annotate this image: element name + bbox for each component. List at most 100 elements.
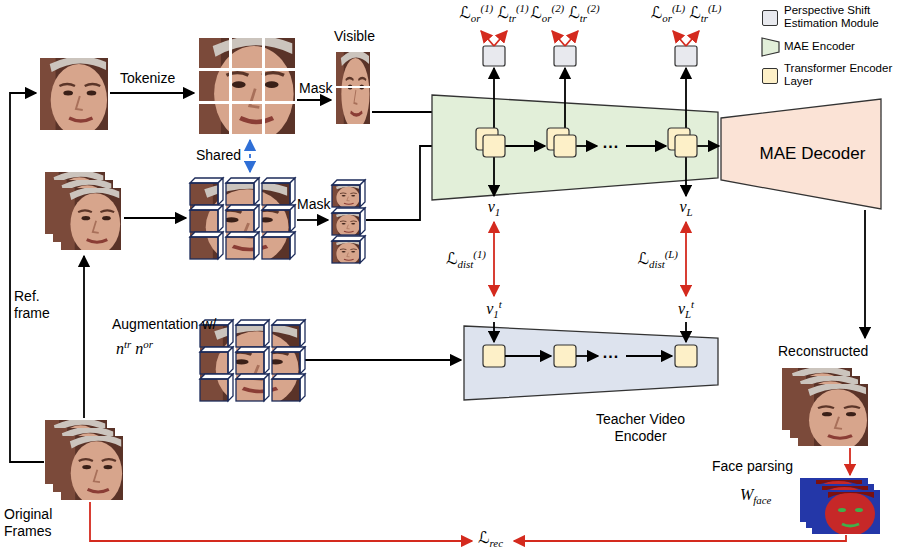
parsing-label: Face parsing [712,458,793,475]
tube-grid [262,205,295,232]
subscript: 1 [493,308,498,320]
teacher-arrow [626,355,672,357]
legend-swatch [762,10,778,26]
reconstructed-frames [782,367,868,451]
node-label: Teacher Video Encoder [578,411,703,445]
weight-label: Wface [740,486,771,506]
label-anchor: Visible [334,28,375,45]
label-anchor: Mask [297,196,330,213]
shift-module [675,46,697,66]
legend-swatch [762,68,778,84]
ellipsis: ... [603,133,619,152]
layer-arrow [493,157,495,196]
visible-patch [336,50,370,130]
teacher-tube-grid [200,323,300,407]
token-grid [262,38,265,134]
teacher-trapezoid: Teacher Video Encoder [463,325,720,449]
subscript: L [687,206,693,218]
loss-arrow [685,222,687,296]
transformer-layer [554,135,576,157]
loss-arrow [552,31,565,46]
flow-arrow [83,256,85,418]
shared-label: Shared [196,147,241,164]
label-anchor: ℒrec [478,529,503,549]
label-anchor: ... [603,343,619,362]
input-label: Original Frames [4,506,76,540]
tube-grid [226,205,259,232]
masked-tubes [332,236,365,263]
legend-anchor: Perspective Shift Estimation Module [784,4,894,30]
parsing-maps [800,478,880,536]
token-grid [199,36,295,142]
original-frames [45,419,123,506]
node-outline [721,99,881,209]
subscript: rec [490,537,503,549]
tube-grid [262,232,295,259]
mask-label: Mask [299,80,332,97]
layer-arrow [493,68,495,128]
tube-grid [190,176,295,265]
shift-module [483,46,697,66]
mask-label: Mask [297,196,330,213]
teacher-tube-grid [272,347,305,374]
layer-arrow [685,68,687,128]
visible-patch [336,50,370,130]
feature-label: v1 [488,198,501,218]
legend-anchor: Transformer Encoder Layer [784,62,894,88]
subscript: or [471,12,481,24]
layer-arrow [697,145,719,147]
label-anchor: ℒdist(1) [446,248,486,270]
superscript: (1) [473,248,486,260]
subscript: or [542,12,552,24]
layer-arrow [626,145,666,147]
teacher-arrow [685,322,687,342]
subscript: dist [458,258,474,270]
token-grid [229,38,232,134]
layer-arrow [685,157,687,196]
label-anchor: ℒor(2) ℒtr(2) [530,2,599,24]
loss-label: ℒor(1) ℒtr(1) [459,2,528,24]
node-outline [463,325,720,401]
layer-arrow [505,145,545,147]
superscript: t [499,298,502,310]
visible-patch [336,86,370,88]
teacher-layer [554,345,576,367]
teacher-tube-grid [236,374,269,401]
legend-text: MAE Encoder [784,40,894,53]
label-anchor: Tokenize [120,70,175,87]
rec-arrow [90,448,850,541]
rec-arrow [849,448,851,475]
loss-arrow [481,31,699,296]
superscript: (L) [672,2,685,14]
flow-arrow [864,210,866,338]
ref-label: Ref. frame [14,288,56,322]
transformer-layer [675,135,697,157]
subscript: dist [649,258,665,270]
layer-arrow [564,68,566,128]
tube-grid [226,232,259,259]
superscript: tr [124,338,131,350]
label-anchor: Reconstructed [778,343,868,360]
label-anchor: Face parsing [712,458,793,475]
label-anchor: ℒor(L) ℒtr(L) [651,2,722,24]
feature-label: vLt [678,298,694,320]
teacher-arrow [493,322,495,342]
node-outline [464,326,718,400]
teacher-arrow [576,355,598,357]
flow-arrow [297,359,461,361]
parsing-maps [812,490,880,536]
legend-text: Perspective Shift Estimation Module [784,4,894,30]
masked-tubes [332,241,360,265]
loss-arrow [686,31,699,46]
subscript: 1 [495,206,500,218]
label-anchor: v1t [486,298,502,320]
subscript: tr [701,12,708,24]
loss-label: ℒrec [478,529,503,549]
superscript: or [143,338,153,350]
rec-arrow [514,535,846,541]
augmented-frames [45,171,121,255]
subscript: face [753,494,771,506]
reconstructed-frames [798,383,868,451]
tube-grid [190,178,223,205]
